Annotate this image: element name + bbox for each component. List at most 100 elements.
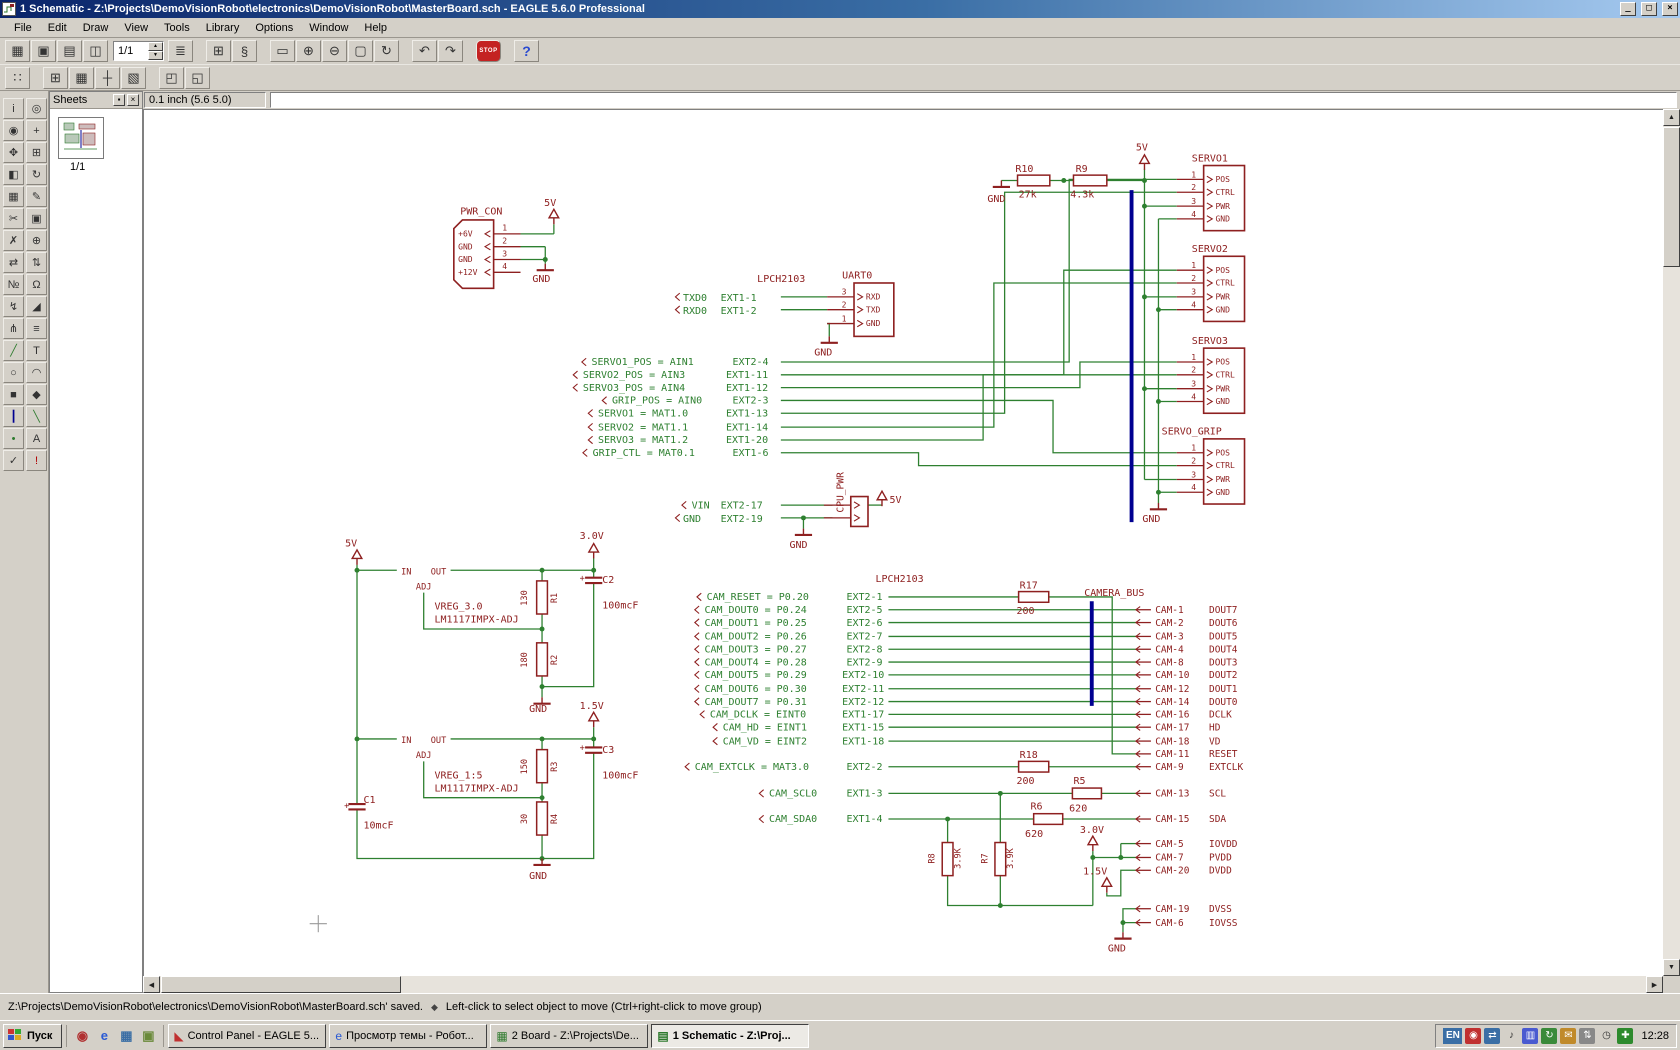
scroll-left-icon[interactable]: ◀ [143,976,160,993]
layer-display-button[interactable]: ⊞ [43,67,68,89]
scroll-right-icon[interactable]: ▶ [1646,976,1663,993]
tool-value[interactable]: Ω [26,274,47,295]
tool-cut[interactable]: ✂ [3,208,24,229]
tool-wire[interactable]: ╱ [3,340,24,361]
scroll-down-icon[interactable]: ▼ [1663,959,1680,976]
origin-display-button[interactable]: ┼ [95,67,120,89]
tray-usb-icon[interactable]: ⇅ [1579,1028,1595,1044]
menu-edit[interactable]: Edit [40,19,75,37]
tray-mail-icon[interactable]: ✉ [1560,1028,1576,1044]
vertical-scroll-thumb[interactable] [1663,127,1680,267]
tool-move[interactable]: ✥ [3,142,24,163]
zoom-in-button[interactable]: ⊕ [296,40,321,62]
tool-group[interactable]: ▦ [3,186,24,207]
tool-pinswap[interactable]: ⇄ [3,252,24,273]
print-button[interactable]: ▤ [57,40,82,62]
tool-bus[interactable]: ┃ [3,406,24,427]
tray-display-icon[interactable]: ▥ [1522,1028,1538,1044]
tool-net[interactable]: ╲ [26,406,47,427]
tool-mark[interactable]: + [26,120,47,141]
tray-clock-sync-icon[interactable]: ◷ [1598,1028,1614,1044]
run-script-button[interactable]: § [232,40,257,62]
horizontal-scrollbar[interactable]: ◀ ▶ [143,976,1663,993]
tool-invoke[interactable]: ≡ [26,318,47,339]
tool-rect[interactable]: ■ [3,384,24,405]
taskbar-task-4[interactable]: ▤1 Schematic - Z:\Proj... [651,1024,809,1048]
tool-text[interactable]: T [26,340,47,361]
tool-display[interactable]: ◎ [26,98,47,119]
tool-replace[interactable]: ⇅ [26,252,47,273]
layer-settings-button[interactable]: ≣ [168,40,193,62]
taskbar-task-3[interactable]: ▦2 Board - Z:\Projects\De... [490,1024,648,1048]
tool-polygon[interactable]: ◆ [26,384,47,405]
quicklaunch-explorer-icon[interactable]: ▦ [116,1026,136,1046]
quicklaunch-desktop-icon[interactable]: ▣ [138,1026,158,1046]
use-library-button[interactable]: ⊞ [206,40,231,62]
undo-button[interactable]: ↶ [412,40,437,62]
schematic-drawing[interactable]: 1POS2CTRL3PWR4GND1POS2CTRL3PWR4GND1POS2C… [144,110,1663,976]
tray-update-icon[interactable]: ↻ [1541,1028,1557,1044]
schematic-canvas[interactable]: 1POS2CTRL3PWR4GND1POS2CTRL3PWR4GND1POS2C… [143,109,1663,976]
command-input[interactable] [270,92,1677,108]
open-board-button[interactable]: ▦ [5,40,30,62]
tool-miter[interactable]: ◢ [26,296,47,317]
tray-shield-icon[interactable]: ✚ [1617,1028,1633,1044]
sheet-spinner-up-icon[interactable]: ▲ [148,42,163,51]
tool-mirror[interactable]: ◧ [3,164,24,185]
sheet-selector[interactable]: 1/1 ▲ ▼ [113,41,164,61]
tool-circle[interactable]: ○ [3,362,24,383]
tool-label[interactable]: A [26,428,47,449]
tool-junction[interactable]: • [3,428,24,449]
sheet-page-label[interactable]: 1/1 [70,161,142,173]
tool-change[interactable]: ✎ [26,186,47,207]
vertical-scrollbar[interactable]: ▲ ▼ [1663,109,1680,976]
tool-split[interactable]: ⋔ [3,318,24,339]
language-indicator[interactable]: EN [1443,1028,1462,1044]
scroll-up-icon[interactable]: ▲ [1663,109,1680,126]
tray-network-icon[interactable]: ⇄ [1484,1028,1500,1044]
window-split-h-button[interactable]: ◰ [159,67,184,89]
menu-draw[interactable]: Draw [75,19,117,37]
stop-button[interactable]: STOP [476,40,501,62]
menu-options[interactable]: Options [247,19,301,37]
taskbar-task-1[interactable]: ◣Control Panel - EAGLE 5... [168,1024,326,1048]
menu-tools[interactable]: Tools [156,19,198,37]
close-button[interactable]: × [1662,2,1678,16]
tool-erc[interactable]: ✓ [3,450,24,471]
sheet-thumbnail[interactable] [58,117,104,159]
zoom-fit-button[interactable]: ▭ [270,40,295,62]
horizontal-scroll-thumb[interactable] [161,976,401,993]
taskbar-task-2[interactable]: eПросмотр темы - Робот... [329,1024,487,1048]
cam-processor-button[interactable]: ◫ [83,40,108,62]
tool-name[interactable]: № [3,274,24,295]
zoom-redraw-button[interactable]: ↻ [374,40,399,62]
tool-rotate[interactable]: ↻ [26,164,47,185]
grid-settings-button[interactable]: ∷ [5,67,30,89]
save-button[interactable]: ▣ [31,40,56,62]
tool-arc[interactable]: ◠ [26,362,47,383]
tool-add[interactable]: ⊕ [26,230,47,251]
sheets-close-icon[interactable]: × [127,94,139,106]
maximize-button[interactable]: □ [1641,2,1657,16]
zoom-out-button[interactable]: ⊖ [322,40,347,62]
tool-delete[interactable]: ✗ [3,230,24,251]
tool-copy[interactable]: ⊞ [26,142,47,163]
sheet-spinner-down-icon[interactable]: ▼ [148,51,163,60]
net-display-button[interactable]: ▦ [69,67,94,89]
sheets-dock-icon[interactable]: ▪ [113,94,125,106]
quicklaunch-eagle-icon[interactable]: ◉ [72,1026,92,1046]
tool-info[interactable]: i [3,98,24,119]
menu-help[interactable]: Help [356,19,395,37]
help-button[interactable]: ? [514,40,539,62]
menu-library[interactable]: Library [198,19,248,37]
zoom-select-button[interactable]: ▢ [348,40,373,62]
start-button[interactable]: Пуск [3,1024,62,1048]
tool-paste[interactable]: ▣ [26,208,47,229]
tool-errors[interactable]: ! [26,450,47,471]
tool-show[interactable]: ◉ [3,120,24,141]
window-split-v-button[interactable]: ◱ [185,67,210,89]
pattern-display-button[interactable]: ▧ [121,67,146,89]
redo-button[interactable]: ↷ [438,40,463,62]
tray-volume-icon[interactable]: ♪ [1503,1028,1519,1044]
quicklaunch-ie-icon[interactable]: e [94,1026,114,1046]
